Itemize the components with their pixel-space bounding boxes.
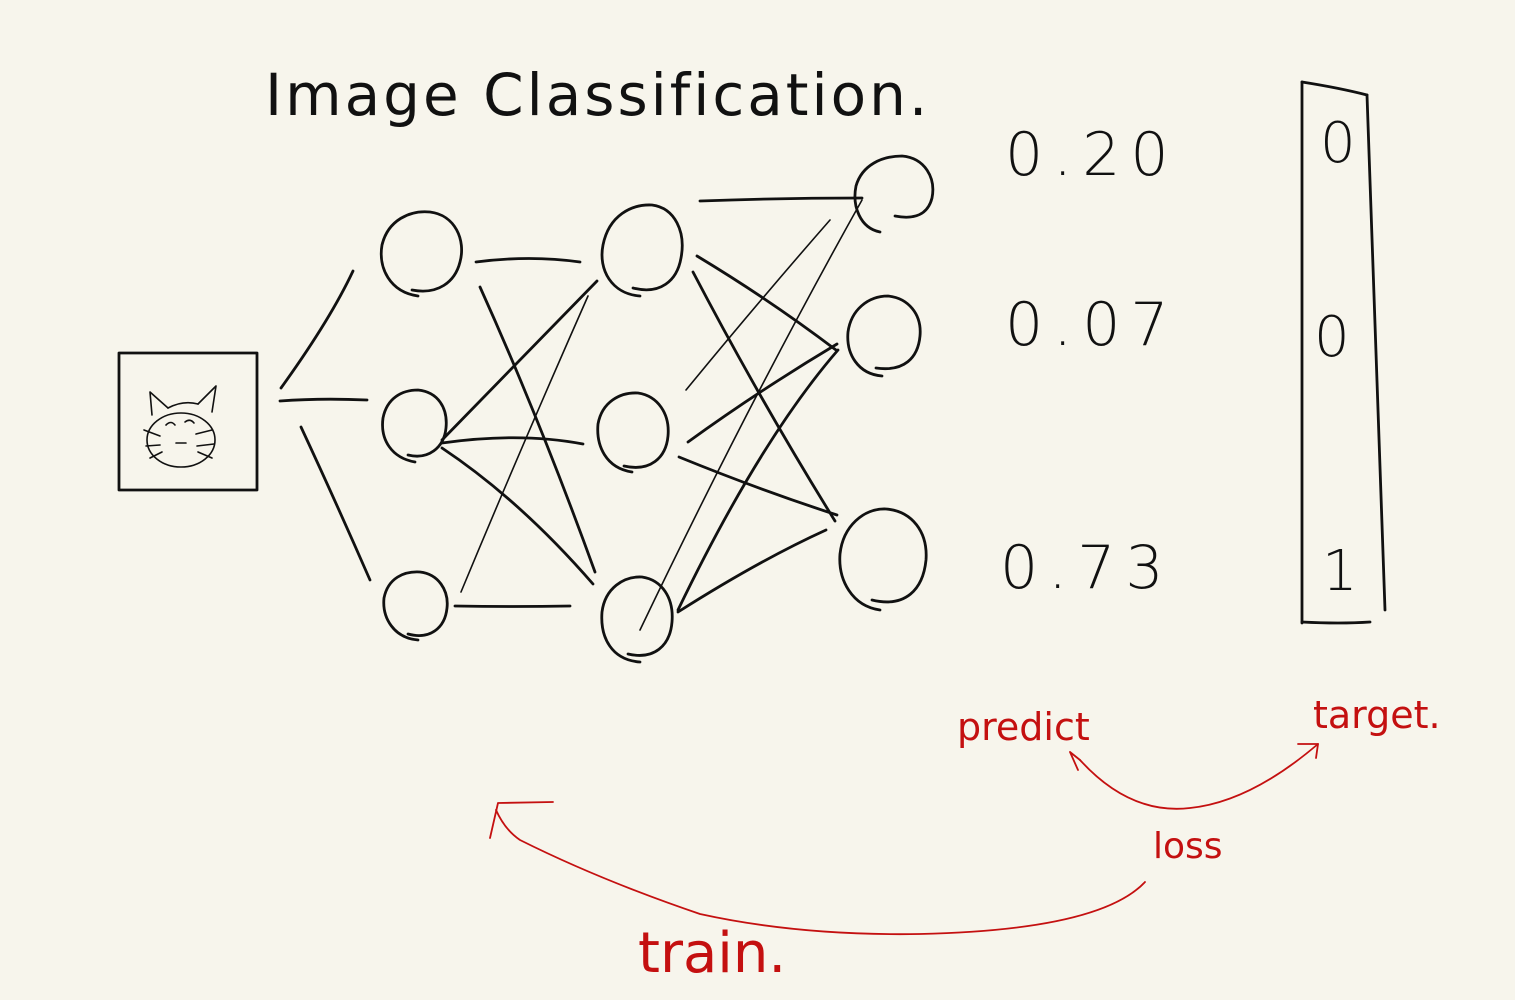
- output-neuron: [846, 294, 922, 378]
- output-probabilities: 0.20 0.07 0.73: [1000, 120, 1179, 603]
- neuron: [381, 388, 448, 464]
- train-label: train.: [638, 921, 786, 986]
- layer1-layer2-connections: [440, 257, 599, 608]
- hidden-layer-2: [596, 203, 684, 664]
- hidden-layer-1: [379, 210, 463, 642]
- output-neuron: [853, 154, 935, 234]
- train-arrowhead: [489, 801, 554, 839]
- target-value: 0: [1314, 305, 1350, 370]
- training-annotations: predict target. loss train.: [489, 693, 1441, 986]
- target-value: 0: [1320, 111, 1356, 176]
- target-label: target.: [1313, 693, 1441, 737]
- probability-value: 0.07: [1005, 290, 1179, 360]
- cat-face-icon: [143, 385, 217, 468]
- output-neuron: [838, 507, 928, 612]
- loss-label: loss: [1153, 826, 1223, 867]
- probability-value: 0.73: [1000, 533, 1174, 603]
- layer2-output-connections: [639, 196, 864, 631]
- target-vector: 0 0 1: [1300, 80, 1387, 625]
- target-arrowhead: [1297, 743, 1319, 759]
- loss-arc: [1079, 743, 1319, 810]
- predict-label: predict: [957, 705, 1090, 749]
- neuron: [596, 391, 670, 474]
- neuron: [382, 570, 449, 642]
- diagram-title: Image Classification.: [265, 61, 930, 129]
- probability-value: 0.20: [1005, 120, 1179, 190]
- target-value: 1: [1322, 539, 1358, 604]
- neuron: [600, 203, 684, 298]
- output-layer: [838, 154, 935, 612]
- input-connections: [278, 269, 372, 582]
- predict-arrowhead: [1069, 751, 1081, 771]
- neuron: [600, 575, 674, 664]
- neuron: [379, 210, 463, 298]
- train-arc: [495, 809, 1146, 936]
- input-image: [117, 351, 259, 492]
